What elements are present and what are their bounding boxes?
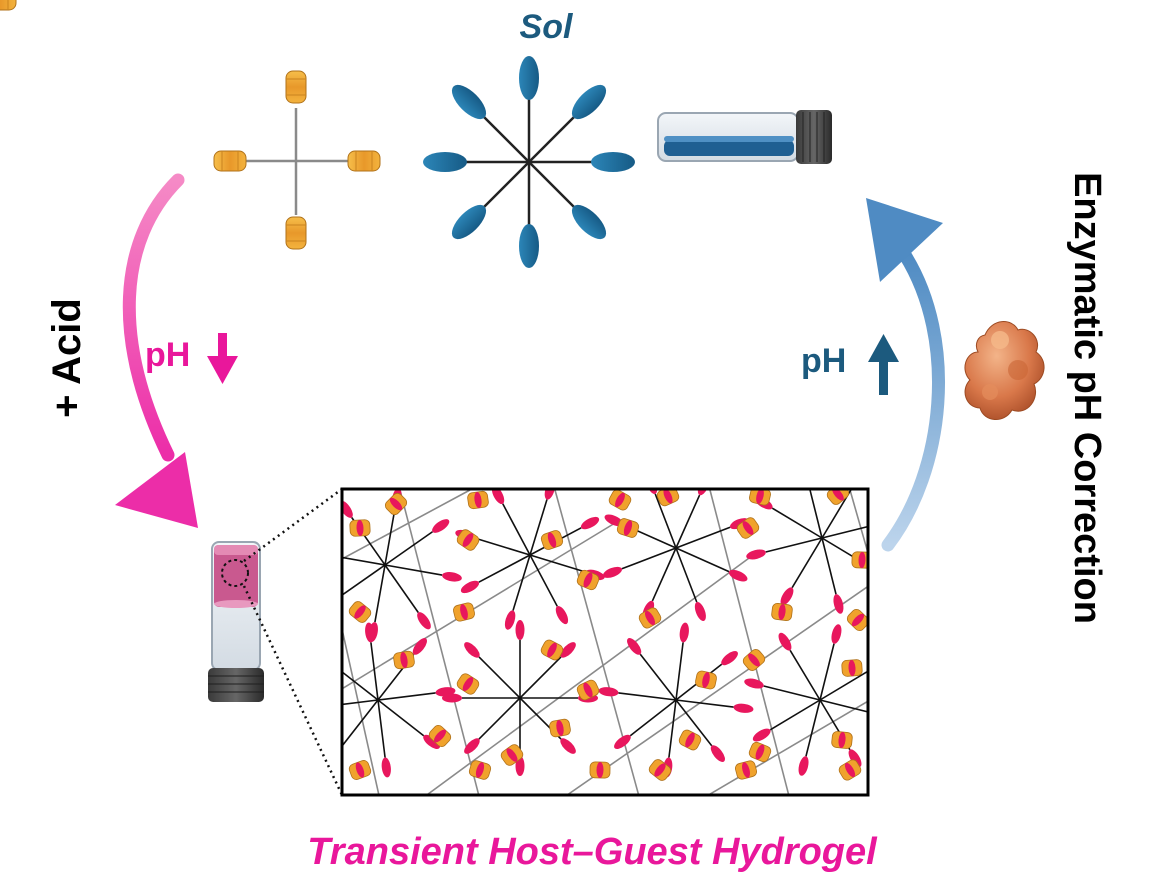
host-guest-complex	[456, 529, 480, 551]
guest-star-node	[744, 624, 868, 776]
acid-label: + Acid	[45, 298, 89, 418]
host-guest-complex	[608, 489, 632, 511]
host-guest-complex	[771, 603, 793, 621]
host-guest-complex	[734, 760, 758, 780]
host-guest-complex	[846, 608, 868, 632]
host-guest-complex	[453, 602, 475, 622]
acid-arrow	[115, 173, 198, 528]
sol-label: Sol	[520, 8, 574, 46]
host-guest-complex	[467, 490, 489, 510]
hydrogel-label: Transient Host–Guest Hydrogel	[307, 831, 878, 873]
arrow-down-icon	[207, 333, 238, 384]
host-guest-complex	[616, 518, 640, 538]
enzymatic-arrow	[866, 198, 945, 552]
host-guest-complex	[349, 519, 371, 537]
host-guest-complex	[748, 741, 772, 763]
host-guest-complex	[742, 649, 766, 671]
hydrogel-network	[340, 487, 870, 797]
host-guest-complex	[468, 760, 492, 780]
ph-up-label: pH	[801, 342, 846, 380]
host-guest-complex	[540, 639, 564, 661]
guest-star-node	[342, 489, 462, 642]
host-guest-complex	[648, 759, 672, 781]
gel-vial-icon	[208, 541, 264, 702]
host-guest-complex	[540, 530, 564, 550]
host-guest-complex	[589, 761, 611, 779]
guest-star-icon	[423, 56, 635, 268]
guest-star-node	[746, 489, 868, 614]
host-guest-complex	[384, 492, 408, 516]
host-guest-complex	[749, 489, 771, 506]
arrow-up-icon	[868, 334, 899, 395]
host-guest-complex	[348, 601, 372, 623]
host-guest-complex	[348, 760, 372, 780]
zoom-connector	[242, 487, 344, 796]
ph-down-label: pH	[145, 336, 190, 374]
host-guest-complex	[638, 607, 662, 629]
enzyme-icon	[964, 321, 1045, 420]
host-guest-complex	[576, 679, 600, 701]
host-guest-complex	[393, 650, 415, 670]
host-guest-complex	[428, 724, 452, 748]
sol-vial-icon	[657, 110, 832, 164]
host-guest-complex	[576, 569, 600, 591]
host-guest-complex	[695, 670, 717, 690]
host-guest-complex	[831, 731, 853, 749]
host-crosslinker-icon	[0, 0, 381, 250]
host-guest-complex	[656, 489, 680, 507]
host-guest-complex	[841, 659, 863, 677]
host-guest-complex	[736, 517, 760, 539]
enzymatic-label: Enzymatic pH Correction	[1066, 172, 1108, 624]
host-guest-complex	[500, 744, 524, 766]
host-guest-complex	[549, 718, 571, 738]
guest-star-node	[342, 622, 456, 778]
host-guest-complex	[826, 489, 850, 505]
host-guest-complex	[678, 729, 702, 751]
host-guest-complex	[838, 759, 862, 781]
host-guest-complex	[456, 673, 480, 695]
